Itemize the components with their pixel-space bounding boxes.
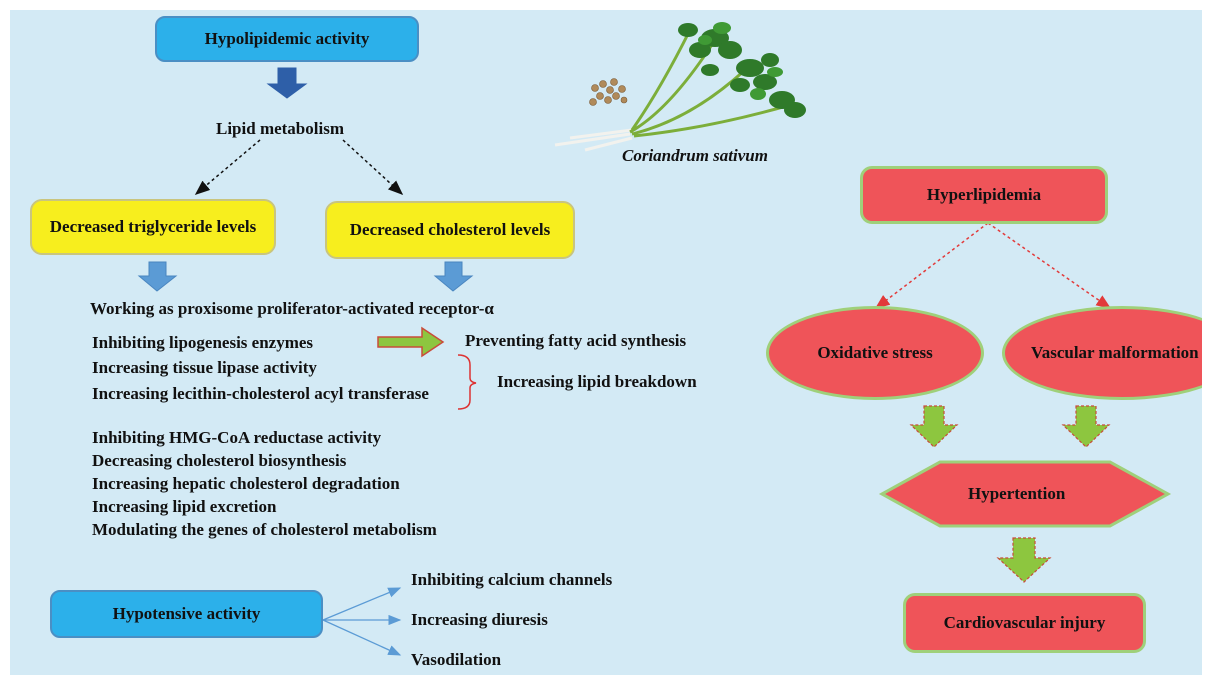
green-down-arrow-icon-1: [909, 405, 959, 448]
green-down-arrow-icon-2: [1061, 405, 1111, 448]
hypolipidemic-box: Hypolipidemic activity: [155, 16, 419, 62]
connectors-layer: [137, 22, 1172, 656]
hypotensive-box: Hypotensive activity: [50, 590, 323, 638]
cholesterol-mechanism-2: Increasing hepatic cholesterol degradati…: [92, 474, 400, 493]
triglyceride-label: Decreased triglyceride levels: [49, 217, 257, 236]
vascular-malformation-label: Vascular malformation: [1031, 343, 1199, 362]
cardiovascular-box: Cardiovascular injury: [903, 593, 1146, 653]
thin-arrow-vasodilation: [322, 619, 402, 656]
hyperlipidemia-box: Hyperlipidemia: [860, 166, 1108, 224]
dotted-arrow-triglyceride: [194, 139, 261, 195]
cholesterol-label: Decreased cholesterol levels: [349, 220, 551, 239]
hypolipidemic-title: Hypolipidemic activity: [204, 29, 370, 48]
oxidative-stress-label: Oxidative stress: [817, 343, 933, 362]
vascular-malformation-ellipse: Vascular malformation: [1002, 306, 1202, 400]
plant-caption: Coriandrum sativum: [622, 146, 768, 165]
hypotensive-effect-2: Vasodilation: [411, 650, 502, 669]
red-dotted-arrow-vascular: [987, 222, 1112, 309]
lcat-text: Increasing lecithin-cholesterol acyl tra…: [92, 384, 429, 403]
red-dotted-arrow-oxidative: [874, 222, 989, 309]
hypertension-hexagon: [878, 460, 1172, 528]
fatty-acid-text: Preventing fatty acid synthesis: [465, 331, 687, 350]
diagram-canvas: Hypolipidemic activity Lipid metabolism …: [10, 10, 1202, 675]
cardiovascular-label: Cardiovascular injury: [943, 613, 1106, 632]
cholesterol-mechanism-1: Decreasing cholesterol biosynthesis: [92, 451, 347, 470]
lipid-metabolism-label: Lipid metabolism: [216, 119, 344, 138]
cholesterol-box: Decreased cholesterol levels: [325, 201, 575, 259]
ppar-text: Working as proxisome proliferator-activa…: [90, 299, 494, 318]
right-arrow-icon: [377, 326, 445, 358]
triglyceride-box: Decreased triglyceride levels: [30, 199, 276, 255]
hypotensive-effect-1: Increasing diuresis: [411, 610, 548, 629]
dotted-arrow-cholesterol: [342, 139, 404, 196]
oxidative-stress-ellipse: Oxidative stress: [766, 306, 984, 400]
down-arrow-icon-cholesterol: [433, 261, 474, 292]
tissue-lipase-text: Increasing tissue lipase activity: [92, 358, 317, 377]
down-arrow-icon: [266, 67, 308, 99]
hypotensive-title: Hypotensive activity: [112, 604, 261, 623]
cholesterol-mechanism-3: Increasing lipid excretion: [92, 497, 277, 516]
brace-icon: [457, 354, 477, 410]
lipid-breakdown-text: Increasing lipid breakdown: [497, 372, 697, 391]
thin-arrow-calcium: [322, 587, 402, 621]
cholesterol-mechanism-4: Modulating the genes of cholesterol meta…: [92, 520, 437, 539]
hyperlipidemia-label: Hyperlipidemia: [926, 185, 1042, 204]
green-down-arrow-icon-3: [996, 537, 1052, 583]
coriander-plant-icon: [554, 22, 806, 152]
down-arrow-icon-triglyceride: [137, 261, 178, 292]
hypotensive-effect-0: Inhibiting calcium channels: [411, 570, 613, 589]
lipogenesis-text: Inhibiting lipogenesis enzymes: [92, 333, 314, 352]
cholesterol-mechanism-0: Inhibiting HMG-CoA reductase activity: [92, 428, 382, 447]
hypertension-label: Hypertention: [968, 484, 1066, 503]
